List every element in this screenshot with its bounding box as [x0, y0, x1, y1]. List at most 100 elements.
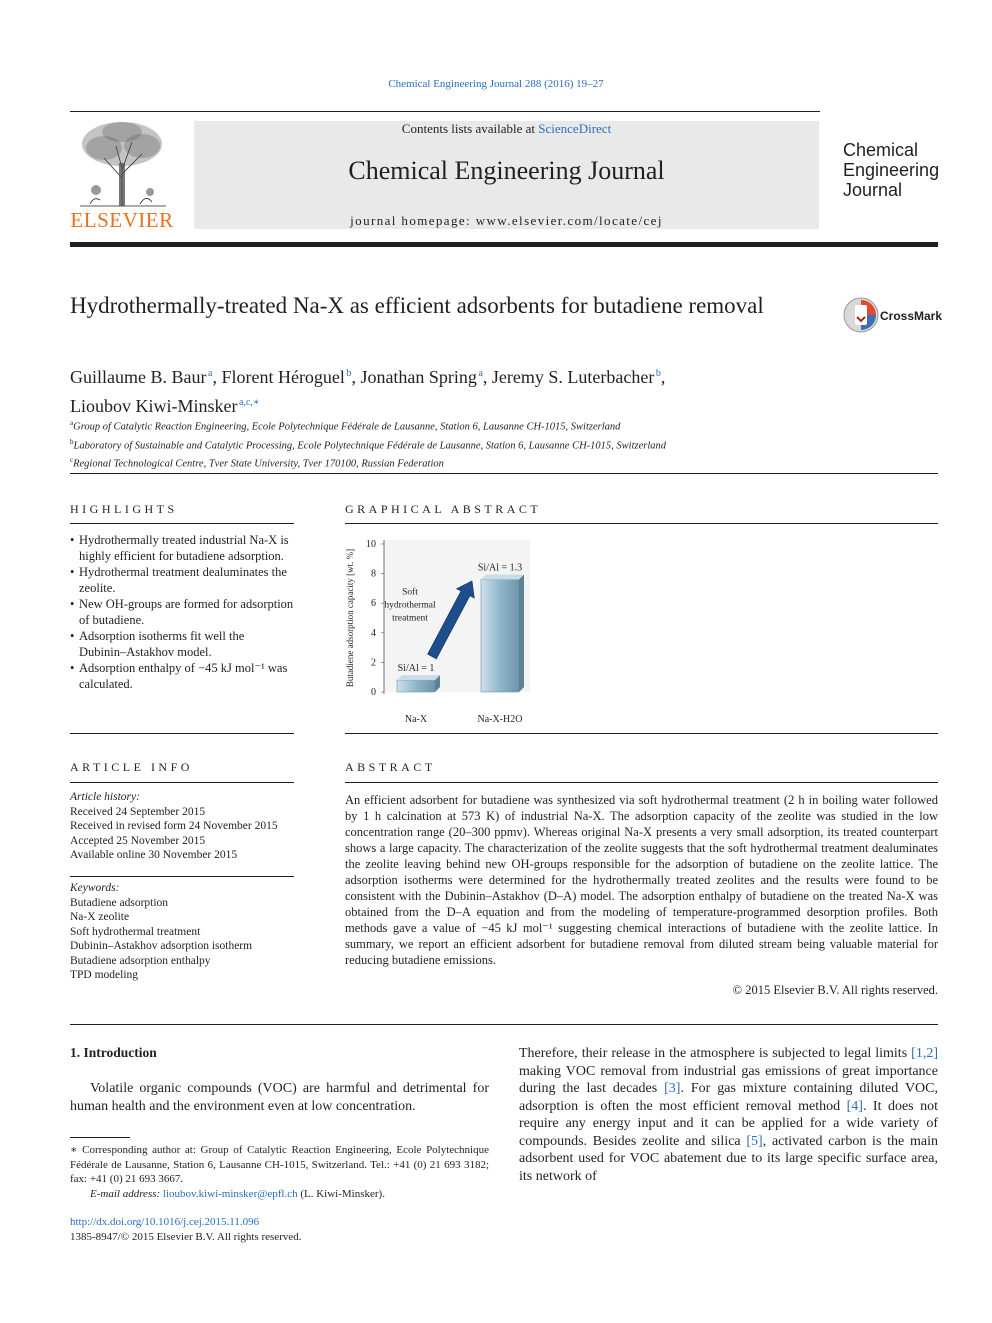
- affiliation-sup: a: [70, 419, 74, 427]
- crossmark-icon: [843, 297, 879, 333]
- intro-text: . It does not require any energy input a…: [519, 1098, 938, 1149]
- keyword: Dubinin–Astakhov adsorption isotherm: [70, 940, 253, 952]
- divider: [345, 523, 938, 524]
- author-affil-sup[interactable]: a: [208, 368, 213, 379]
- header-divider: [70, 242, 938, 247]
- x-category-label: Na-X: [405, 714, 428, 725]
- y-tick-label: 8: [371, 569, 376, 580]
- arrow-label-text: hydrothermal: [384, 600, 436, 610]
- author-affil-sup[interactable]: a,c,∗: [239, 397, 260, 408]
- contents-line: Contents lists available at ScienceDirec…: [194, 121, 819, 137]
- footnote-text: ∗ Corresponding author at: Group of Cata…: [70, 1144, 489, 1185]
- doi-link[interactable]: http://dx.doi.org/10.1016/j.cej.2015.11.…: [70, 1216, 260, 1228]
- reference-link[interactable]: [4]: [846, 1098, 863, 1114]
- author-name[interactable]: Jeremy S. Luterbacher: [491, 367, 655, 387]
- author-name[interactable]: Lioubov Kiwi-Minsker: [70, 396, 238, 416]
- divider: [70, 876, 294, 877]
- footnote-divider: [70, 1137, 130, 1138]
- abstract-heading: ABSTRACT: [345, 760, 436, 774]
- journal-banner: [194, 121, 819, 229]
- abstract-text: An efficient adsorbent for butadiene was…: [345, 793, 938, 967]
- y-tick-label: 0: [371, 687, 376, 698]
- history-item: Received 24 September 2015: [70, 805, 206, 818]
- divider: [345, 782, 938, 783]
- divider: [70, 473, 938, 474]
- affiliation-text: Regional Technological Centre, Tver Stat…: [73, 458, 444, 470]
- reference-link[interactable]: [5]: [746, 1133, 763, 1149]
- x-category-label: Na-X-H2O: [478, 714, 523, 725]
- history-item: Available online 30 November 2015: [70, 849, 238, 861]
- intro-text: Therefore, their release in the atmosphe…: [519, 1046, 912, 1061]
- elsevier-wordmark: ELSEVIER: [70, 208, 174, 232]
- arrow-label-text: Soft: [402, 586, 418, 597]
- history-label: Article history:: [70, 791, 140, 803]
- highlight-item: New OH-groups are formed for adsorption …: [70, 596, 294, 628]
- keyword: Na-X zeolite: [70, 911, 130, 923]
- elsevier-tree-logo: [70, 118, 174, 230]
- email-label: E-mail address:: [90, 1187, 163, 1200]
- keyword: TPD modeling: [70, 969, 139, 981]
- keywords-label: Keywords:: [70, 882, 120, 894]
- y-tick-label: 10: [366, 539, 376, 550]
- highlight-item: Hydrothermally treated industrial Na-X i…: [70, 532, 294, 564]
- highlight-item: Hydrothermal treatment dealuminates the …: [70, 564, 294, 596]
- journal-homepage: journal homepage: www.elsevier.com/locat…: [194, 213, 819, 229]
- homepage-prefix: journal homepage:: [350, 213, 476, 228]
- cej-logo-line: Engineering: [843, 160, 940, 180]
- divider: [70, 782, 294, 783]
- introduction-text-right: Therefore, their release in the atmosphe…: [519, 1045, 938, 1185]
- bar-side: [435, 675, 440, 692]
- author-name[interactable]: Guillaume B. Baur: [70, 367, 207, 387]
- bar: [396, 679, 436, 693]
- homepage-url[interactable]: www.elsevier.com/locate/cej: [475, 213, 663, 228]
- affiliation-sup: c: [70, 456, 74, 464]
- abstract-copyright: © 2015 Elsevier B.V. All rights reserved…: [732, 983, 938, 997]
- reference-link[interactable]: [1,2]: [911, 1046, 938, 1061]
- email-link[interactable]: lioubov.kiwi-minsker@epfl.ch: [162, 1187, 298, 1200]
- intro-text: . For gas mixture containing diluted VOC…: [519, 1081, 938, 1114]
- divider: [70, 111, 820, 112]
- bar-top: [397, 675, 440, 681]
- divider: [70, 1024, 938, 1025]
- highlight-item: Adsorption isotherms fit well the Dubini…: [70, 628, 294, 660]
- highlights-heading: HIGHLIGHTS: [70, 502, 178, 516]
- bar: [480, 579, 520, 693]
- author-affil-sup[interactable]: a: [478, 368, 483, 379]
- cej-logo: Chemical Engineering Journal: [843, 140, 939, 200]
- sciencedirect-link[interactable]: ScienceDirect: [538, 121, 612, 136]
- affiliations: aGroup of Catalytic Reaction Engineering…: [70, 416, 930, 472]
- affiliation: aGroup of Catalytic Reaction Engineering…: [70, 416, 930, 435]
- bar-data-label: Si/Al = 1: [398, 663, 435, 674]
- divider: [345, 733, 938, 734]
- y-tick-label: 2: [371, 657, 376, 668]
- bar-side: [519, 574, 524, 692]
- crossmark-label[interactable]: CrossMark: [880, 309, 943, 323]
- crossmark-badge[interactable]: [843, 297, 938, 333]
- affiliation-sup: b: [70, 437, 74, 446]
- introduction-heading: 1. Introduction: [70, 1045, 157, 1060]
- author-affil-sup[interactable]: b: [655, 368, 661, 379]
- keyword: Butadiene adsorption enthalpy: [70, 954, 211, 967]
- highlight-item: Adsorption enthalpy of −45 kJ mol⁻¹ was …: [70, 660, 294, 692]
- y-axis-label: Butadiene adsorption capacity [wt. %]: [345, 549, 355, 687]
- keyword: Soft hydrothermal treatment: [70, 925, 201, 938]
- article-info-heading: ARTICLE INFO: [70, 760, 193, 774]
- intro-text: , activated carbon is the main adsorbent…: [519, 1133, 938, 1184]
- history-item: Received in revised form 24 November 201…: [70, 820, 278, 832]
- journal-citation-link[interactable]: Chemical Engineering Journal 288 (2016) …: [388, 78, 604, 90]
- highlights-list: Hydrothermally treated industrial Na-X i…: [70, 532, 294, 692]
- affiliation-text: Group of Catalytic Reaction Engineering,…: [73, 421, 621, 433]
- graphical-abstract-heading: GRAPHICAL ABSTRACT: [345, 502, 542, 516]
- corresponding-author-footnote: ∗ Corresponding author at: Group of Cata…: [70, 1143, 489, 1201]
- treatment-arrow: [427, 580, 475, 660]
- author-name[interactable]: Jonathan Spring: [360, 367, 477, 387]
- reference-link[interactable]: [3]: [664, 1081, 681, 1096]
- bar-top: [481, 574, 524, 580]
- cej-logo-line: Journal: [843, 180, 903, 200]
- bar-data-label: Si/Al = 1.3: [478, 563, 522, 574]
- author-name[interactable]: Florent Héroguel: [221, 367, 345, 387]
- author-affil-sup[interactable]: b: [346, 368, 352, 379]
- author-list: Guillaume B. Baur a, Florent Héroguel b,…: [70, 367, 666, 416]
- divider: [70, 733, 294, 734]
- y-tick-label: 4: [371, 628, 376, 639]
